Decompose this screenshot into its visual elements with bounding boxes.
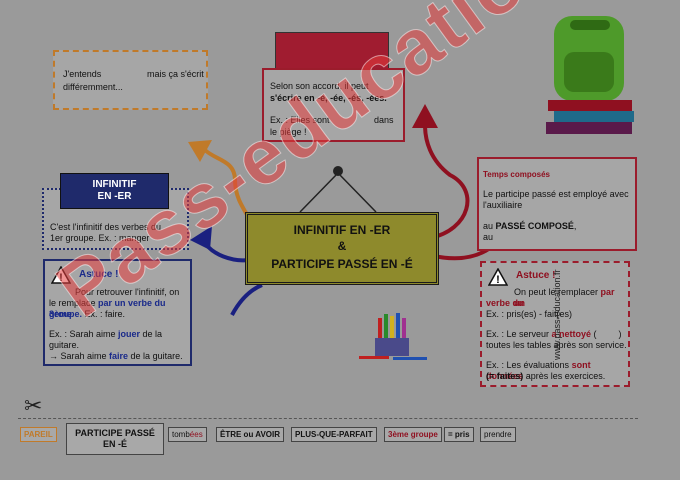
arrow-head-infinitif xyxy=(190,226,212,250)
astuce-right-line2: verbe du xyxy=(486,298,524,308)
warning-icon: ! xyxy=(51,266,71,284)
svg-text:!: ! xyxy=(496,274,500,286)
astuce-right-title: Astuce ! xyxy=(516,270,556,281)
astuce-right-line1: On peut le remplacer par un xyxy=(514,287,615,308)
top-center-line3b: dans xyxy=(374,115,394,125)
center-line2: & xyxy=(337,239,347,253)
top-center-title-block xyxy=(275,32,389,70)
arrow-head-top-left xyxy=(188,140,212,162)
top-left-line1b: mais ça s'écrit xyxy=(147,69,204,79)
hanger-string-left xyxy=(299,172,339,213)
astuce-left-line4: Ex. : Sarah aime jouer de la xyxy=(49,329,163,339)
temps-title: Temps composés xyxy=(483,170,550,179)
top-center-line2: s'écrire en -é, -ée, -és, -ées. xyxy=(270,93,387,103)
astuce-left-line1: Pour retrouver l'infinitif, on xyxy=(75,287,180,297)
center-line3: PARTICIPE PASSÉ EN -É xyxy=(271,257,413,271)
top-left-line1a: J'entends xyxy=(63,69,102,79)
infinitif-title: INFINITIF EN -ER xyxy=(60,173,169,209)
chip-tombees[interactable]: tombées xyxy=(168,427,207,442)
infinitif-line2: 1er groupe. Ex. : manger xyxy=(50,233,150,243)
top-center-line1: Selon son accord, il peut xyxy=(270,81,369,91)
temps-line3: au PASSÉ COMPOSÉ, xyxy=(483,221,577,231)
temps-line4: au xyxy=(483,232,494,242)
top-center-line3a: Ex. : Elles sont xyxy=(270,115,330,125)
astuce-right-line6: Ex. : Les évaluations sont données xyxy=(486,360,591,381)
hanger-string-right xyxy=(337,172,377,213)
infinitif-line1: C'est l'infinitif des verbes du xyxy=(50,222,161,232)
top-center-box: Selon son accord, il peut s'écrire en -é… xyxy=(262,68,405,142)
astuce-left-line3: groupe. Ex. : faire. xyxy=(49,309,126,319)
center-line1: INFINITIF EN -ER xyxy=(293,223,391,237)
arrow-head-top-center xyxy=(412,104,438,128)
arrow-to-astuce-left xyxy=(230,283,263,316)
chip-participe-passe[interactable]: PARTICIPE PASSÉ EN -É xyxy=(66,423,164,455)
warning-icon: ! xyxy=(488,268,508,286)
astuce-left-title: Astuce ! xyxy=(79,269,119,280)
top-left-line2: différemment... xyxy=(63,82,123,92)
arrow-to-top-center xyxy=(423,124,470,240)
pencil-cup-illustration xyxy=(359,313,427,360)
center-box: INFINITIF EN -ER & PARTICIPE PASSÉ EN -É xyxy=(245,212,439,285)
astuce-right-line3: Ex. : pris(es) - fait(es) xyxy=(486,309,573,319)
chip-3eme-groupe[interactable]: 3ème groupe xyxy=(384,427,442,442)
temps-line1: Le participe passé est employé avec xyxy=(483,189,629,199)
top-center-line4: le piège ! xyxy=(270,127,307,137)
astuce-right-line7: (= faites) après les exercices. xyxy=(486,371,606,381)
svg-text:!: ! xyxy=(59,272,63,284)
top-left-box: J'entends mais ça s'écrit différemment..… xyxy=(53,50,208,110)
cup-icon xyxy=(375,338,409,356)
chip-pris[interactable]: = pris xyxy=(444,427,474,442)
side-url: www.pass-education.fr xyxy=(552,269,562,360)
backpack-books-illustration xyxy=(546,16,634,134)
astuce-left-line5: guitare. xyxy=(49,340,80,350)
temps-line2: l'auxiliaire xyxy=(483,200,523,210)
astuce-right-line4: Ex. : Le serveur a nettoyé () xyxy=(486,329,622,339)
chip-pareil[interactable]: PAREIL xyxy=(20,427,57,442)
chip-plus-que-parfait[interactable]: PLUS-QUE-PARFAIT xyxy=(291,427,377,442)
hanger-nail xyxy=(333,166,343,176)
temps-composes-box: Temps composés Le participe passé est em… xyxy=(477,157,637,251)
scissors-icon: ✂ xyxy=(24,393,43,418)
astuce-left-line2: le remplace par un verbe du 3ème xyxy=(49,298,166,319)
chip-etre-avoir[interactable]: ÊTRE ou AVOIR xyxy=(216,427,284,442)
cut-line xyxy=(18,418,638,419)
pencil-icon xyxy=(378,318,382,340)
astuce-left-box: ! Astuce ! Pour retrouver l'infinitif, o… xyxy=(43,259,192,366)
book-icon xyxy=(548,100,632,111)
astuce-right-box: ! Astuce ! On peut le remplacer par un v… xyxy=(480,261,630,387)
astuce-left-line6: → Sarah aime faire de la guitare. xyxy=(49,351,183,361)
chip-prendre[interactable]: prendre xyxy=(480,427,516,442)
astuce-right-line5: toutes les tables après son service. xyxy=(486,340,627,350)
